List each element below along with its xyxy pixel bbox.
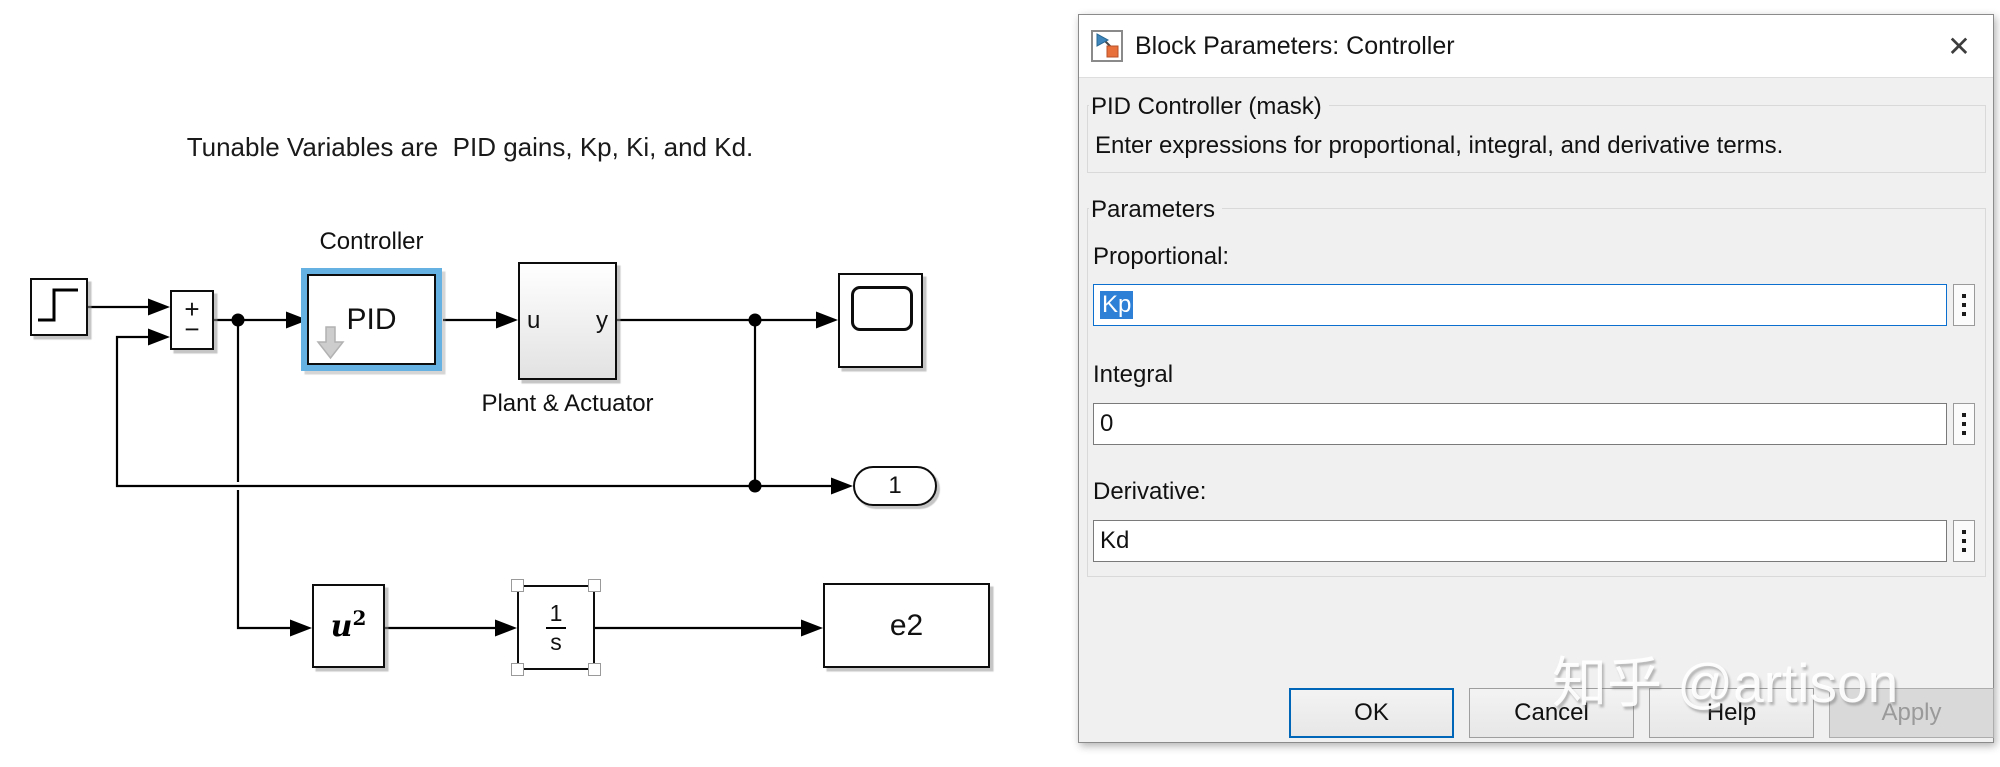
derivative-ellipsis-button[interactable] [1953,520,1975,562]
branch-point [231,313,245,327]
sum-plus-sign: + [184,294,200,324]
e2-text: e2 [889,608,924,642]
arrowhead [816,311,838,329]
wire-error-branch-down[interactable] [236,320,290,630]
branch-point [748,313,762,327]
scope-block[interactable] [838,273,923,368]
controller-pid-block[interactable]: PID [307,274,436,365]
block-parameters-dialog: Block Parameters: Controller ✕ PID Contr… [1078,14,1994,743]
integral-input[interactable]: 0 [1093,403,1947,445]
integrator-denominator: s [550,628,562,655]
derivative-label: Derivative: [1093,478,1207,505]
watermark: 知乎 @artison [1552,652,1899,714]
pid-text: PID [346,302,397,336]
integrator-block[interactable]: 1 s [511,579,601,676]
integral-value: 0 [1100,410,1114,437]
wire-feedback[interactable] [115,335,755,488]
help-button[interactable]: Help [1649,688,1814,738]
dialog-title: Block Parameters: Controller [1135,32,1455,60]
step-block[interactable] [30,278,88,336]
scope-screen-icon [851,286,913,331]
math-square-block[interactable]: u2 [312,584,385,668]
selection-handle[interactable] [511,663,524,676]
outport-block[interactable]: 1 [853,466,937,506]
arrowhead [831,477,853,495]
parameters-groupbox-title: Parameters [1089,196,1223,224]
model-annotation: Tunable Variables are PID gains, Kp, Ki,… [186,132,754,162]
e2-workspace-block[interactable]: e2 [823,583,990,668]
outport-number: 1 [888,472,902,499]
signal-lines [88,298,853,637]
arrowhead [148,298,170,316]
apply-button[interactable]: Apply [1829,688,1994,738]
mask-down-arrow-icon [316,326,345,360]
u-squared-text: u2 [330,605,367,644]
plant-actuator-block[interactable]: u y [518,262,617,380]
selection-handle[interactable] [511,579,524,592]
sum-minus-sign: − [184,314,200,344]
model-canvas[interactable]: Tunable Variables are PID gains, Kp, Ki,… [0,0,1065,767]
arrowhead [290,619,312,637]
proportional-ellipsis-button[interactable] [1953,284,1975,326]
controller-block-label: Controller [319,228,424,255]
u-base: u [330,608,353,644]
derivative-value: Kd [1100,527,1130,554]
ok-button[interactable]: OK [1289,688,1454,738]
plant-input-port-label: u [527,307,541,334]
arrowhead [495,619,517,637]
u-exponent: 2 [352,605,367,630]
integrator-fraction: 1 s [545,600,567,655]
mask-description: Enter expressions for proportional, inte… [1095,132,1784,159]
integral-ellipsis-button[interactable] [1953,403,1975,445]
selection-handle[interactable] [588,579,601,592]
proportional-input[interactable]: Kp [1093,284,1947,326]
derivative-input[interactable]: Kd [1093,520,1947,562]
proportional-label: Proportional: [1093,243,1230,270]
mask-groupbox [1087,105,1986,173]
integral-label: Integral [1093,361,1174,388]
controller-block-selection-highlight[interactable]: PID [301,268,442,371]
arrowhead [286,311,308,329]
branch-point [748,479,762,493]
arrowhead [496,311,518,329]
parameters-groupbox [1087,208,1986,577]
plant-actuator-block-label: Plant & Actuator [481,390,654,417]
proportional-value-selected: Kp [1100,291,1134,319]
step-icon [38,288,78,322]
cancel-button[interactable]: Cancel [1469,688,1634,738]
selection-handle[interactable] [588,663,601,676]
dialog-titlebar[interactable]: Block Parameters: Controller ✕ [1079,15,1993,78]
arrowhead [801,619,823,637]
close-icon[interactable]: ✕ [1947,31,1971,62]
block-parameters-icon [1091,30,1123,62]
sum-block[interactable]: + − [170,290,214,350]
arrowhead [148,328,170,346]
mask-groupbox-title: PID Controller (mask) [1089,93,1329,121]
integrator-numerator: 1 [545,600,567,629]
plant-output-port-label: y [596,307,608,334]
